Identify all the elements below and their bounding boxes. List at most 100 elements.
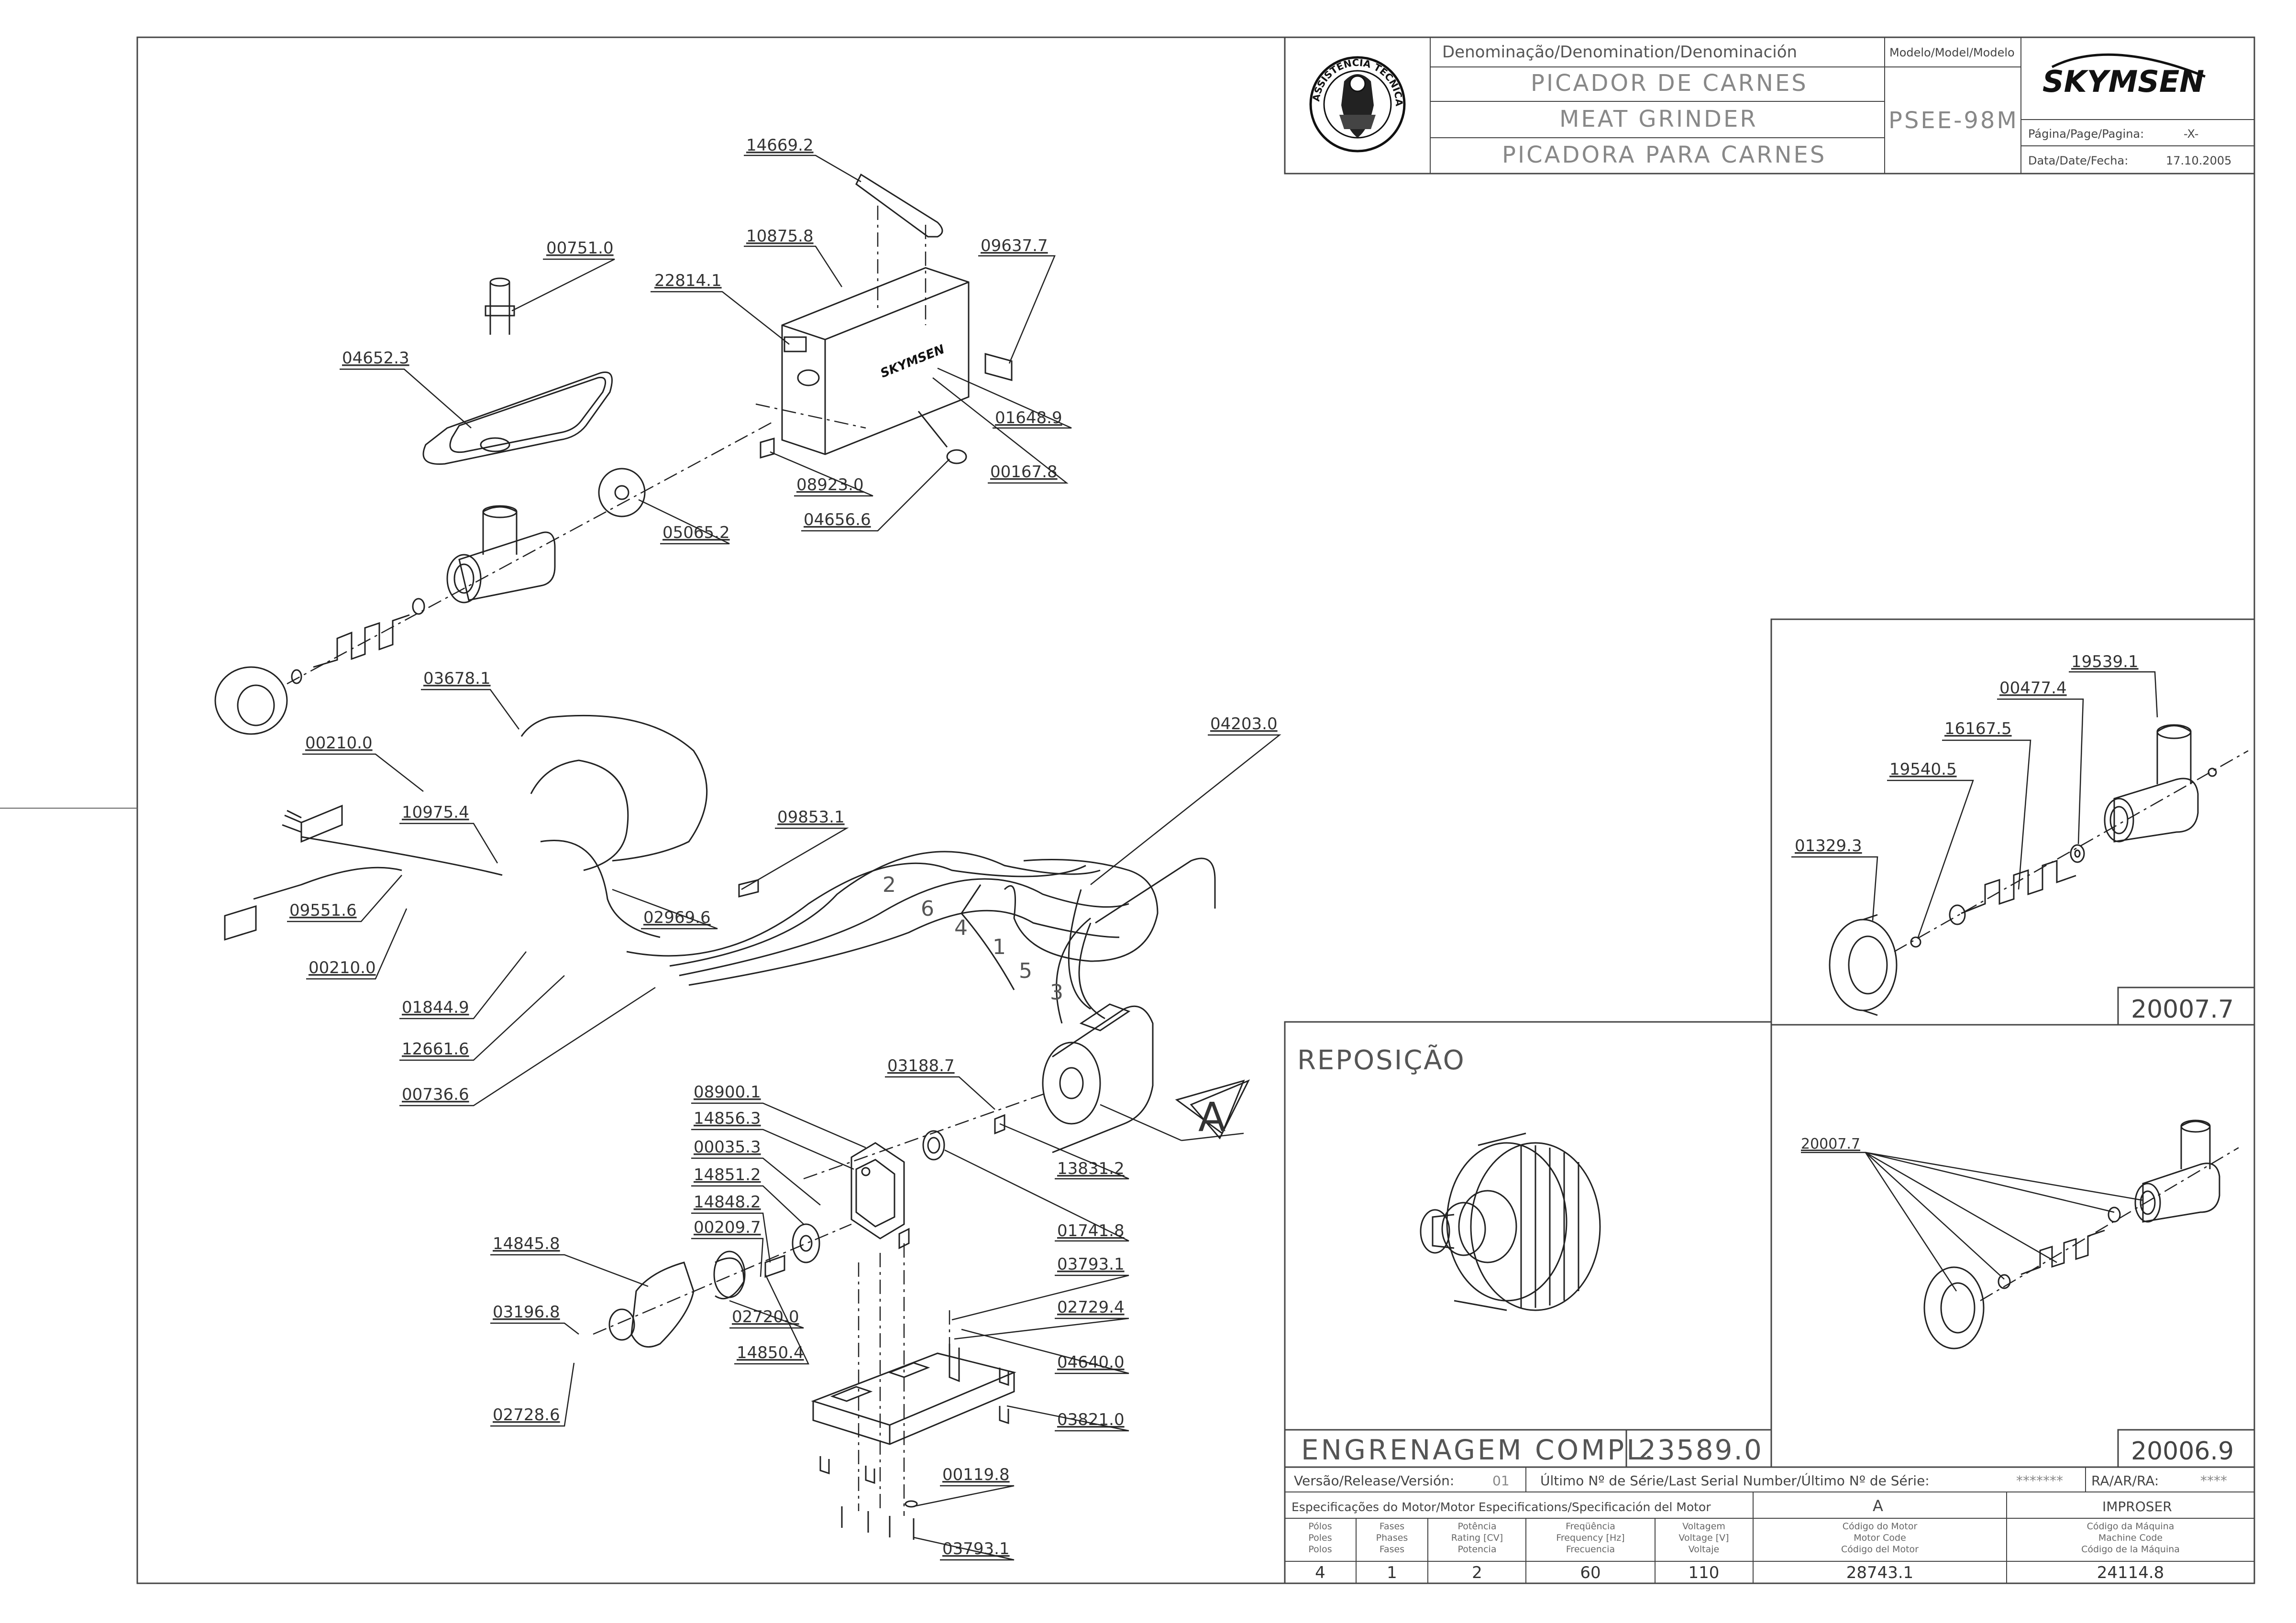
spec-col-frequency: Freqüência Frequency [Hz] Frecuencia 60 bbox=[1556, 1521, 1624, 1582]
svg-text:Frecuencia: Frecuencia bbox=[1566, 1544, 1615, 1555]
gearbox-drawing bbox=[593, 1142, 910, 1348]
label-03793-1-a: 03793.1 bbox=[1057, 1255, 1125, 1274]
label-01741-8: 01741.8 bbox=[1057, 1221, 1125, 1240]
base-drawing bbox=[811, 1243, 1016, 1540]
main-exploded-view: SKYMSEN bbox=[214, 136, 1281, 1561]
svg-text:Motor Code: Motor Code bbox=[1854, 1533, 1906, 1543]
motor-drawing: A bbox=[803, 1003, 1250, 1180]
label-02728-6: 02728.6 bbox=[493, 1405, 560, 1425]
wire-number-1: 1 bbox=[993, 935, 1006, 959]
tray-plunger-drawing bbox=[422, 277, 613, 465]
label-09853-1: 09853.1 bbox=[777, 808, 845, 827]
svg-text:Código da Máquina: Código da Máquina bbox=[2087, 1521, 2175, 1532]
wire-number-5: 5 bbox=[1019, 959, 1032, 983]
denomination-header: Denominação/Denomination/Denominación bbox=[1442, 43, 1797, 62]
label-03678-1: 03678.1 bbox=[423, 669, 491, 688]
label-14848-2: 14848.2 bbox=[694, 1193, 761, 1212]
name-es: PICADORA PARA CARNES bbox=[1502, 142, 1826, 168]
label-14851-2: 14851.2 bbox=[694, 1165, 761, 1184]
label-02969-6: 02969.6 bbox=[643, 908, 711, 927]
svg-text:Fases: Fases bbox=[1380, 1521, 1404, 1532]
name-en: MEAT GRINDER bbox=[1559, 106, 1758, 132]
label-14856-3: 14856.3 bbox=[694, 1109, 761, 1128]
motor-maker: IMPROSER bbox=[2102, 1499, 2172, 1514]
wire-number-3: 3 bbox=[1050, 980, 1063, 1005]
svg-text:Frequency [Hz]: Frequency [Hz] bbox=[1556, 1533, 1624, 1543]
reposicao-part-name: ENGRENAGEM COMPL. bbox=[1301, 1434, 1656, 1466]
label-02720-0: 02720.0 bbox=[732, 1307, 799, 1327]
brand-swoosh-icon bbox=[2051, 53, 2206, 78]
spec-value-voltage: 110 bbox=[1689, 1563, 1720, 1582]
spec-col-rating: Potência Rating [CV] Potencia 2 bbox=[1451, 1521, 1503, 1582]
spec-col-poles: Pólos Poles Polos 4 bbox=[1308, 1521, 1332, 1582]
model-header: Modelo/Model/Modelo bbox=[1889, 46, 2015, 59]
label-00209-7: 00209.7 bbox=[694, 1218, 761, 1237]
specs-table: Versão/Release/Versión: 01 Último Nº de … bbox=[1284, 1466, 2255, 1584]
spec-value-rating: 2 bbox=[1472, 1563, 1482, 1582]
detail-top-label-a: 19539.1 bbox=[2071, 652, 2139, 671]
detail-top-label-c: 16167.5 bbox=[1944, 719, 2012, 738]
gear-drawing bbox=[1420, 1132, 1601, 1311]
label-03196-8: 03196.8 bbox=[493, 1303, 560, 1322]
motor-specs-header: Especificações do Motor/Motor Especifica… bbox=[1292, 1500, 1711, 1514]
detail-top-code: 20007.7 bbox=[2131, 995, 2234, 1024]
svg-text:Machine Code: Machine Code bbox=[2098, 1533, 2163, 1543]
ra-value: **** bbox=[2200, 1473, 2227, 1489]
label-00751-0: 00751.0 bbox=[546, 239, 614, 258]
spec-value-motor-code: 28743.1 bbox=[1846, 1563, 1914, 1582]
label-04656-6: 04656.6 bbox=[804, 510, 871, 529]
label-10875-8: 10875.8 bbox=[746, 227, 814, 246]
replacement-part-box: REPOSIÇÃO ENGRENAGEM COMPL. 23589.0 bbox=[1284, 1021, 1772, 1468]
date-label: Data/Date/Fecha: bbox=[2028, 154, 2128, 167]
svg-text:Pólos: Pólos bbox=[1308, 1521, 1332, 1532]
spec-value-machine-code: 24114.8 bbox=[2097, 1563, 2164, 1582]
serial-label: Último Nº de Série/Last Serial Number/Úl… bbox=[1540, 1472, 1930, 1489]
label-00210-0-a: 00210.0 bbox=[305, 734, 373, 753]
label-22814-1: 22814.1 bbox=[654, 271, 722, 290]
svg-text:Poles: Poles bbox=[1308, 1533, 1332, 1543]
spec-value-frequency: 60 bbox=[1580, 1563, 1601, 1582]
name-pt: PICADOR DE CARNES bbox=[1531, 70, 1808, 97]
svg-text:Código do Motor: Código do Motor bbox=[1843, 1521, 1918, 1532]
label-03821-0: 03821.0 bbox=[1057, 1410, 1125, 1429]
detail-box-bottom: 20006.9 20007.7 bbox=[1770, 1024, 2255, 1468]
wire-number-4: 4 bbox=[954, 916, 968, 940]
spec-col-voltage: Voltagem Voltage [V] Voltaje 110 bbox=[1678, 1521, 1729, 1582]
label-00736-6: 00736.6 bbox=[402, 1085, 469, 1104]
svg-text:Freqüência: Freqüência bbox=[1566, 1521, 1615, 1532]
svg-text:ASSISTÊNCIA TÉCNICA AUTORIZADA: ASSISTÊNCIA TÉCNICA AUTORIZADA bbox=[0, 0, 1405, 107]
spec-col-machine-code: Código da Máquina Machine Code Código de… bbox=[2081, 1521, 2180, 1582]
version-label: Versão/Release/Versión: bbox=[1294, 1473, 1454, 1489]
reposicao-title: REPOSIÇÃO bbox=[1297, 1045, 1466, 1076]
detail-top-label-d: 19540.5 bbox=[1889, 760, 1957, 779]
label-01648-9: 01648.9 bbox=[995, 408, 1062, 428]
title-block: ASSISTÊNCIA TÉCNICA AUTORIZADA Denominaç… bbox=[0, 0, 2255, 175]
motor-voltage-code: A bbox=[1873, 1497, 1883, 1515]
label-14669-2: 14669.2 bbox=[746, 136, 814, 155]
ra-label: RA/AR/RA: bbox=[2091, 1473, 2159, 1489]
svg-text:Voltaje: Voltaje bbox=[1689, 1544, 1720, 1555]
detail-top-label-e: 01329.3 bbox=[1795, 836, 1862, 855]
svg-text:Polos: Polos bbox=[1308, 1544, 1332, 1555]
housing-brand-logo: SKYMSEN bbox=[878, 342, 947, 381]
part-labels: 14669.2 10875.8 09637.7 22814.1 00751.0 … bbox=[287, 136, 1281, 1561]
label-14845-8: 14845.8 bbox=[493, 1234, 560, 1253]
brand-logo: SKYMSEN bbox=[2042, 64, 2204, 99]
label-00210-0-b: 00210.0 bbox=[309, 958, 376, 977]
label-04652-3: 04652.3 bbox=[342, 349, 409, 368]
svg-text:Voltage [V]: Voltage [V] bbox=[1678, 1533, 1729, 1543]
label-02729-4: 02729.4 bbox=[1057, 1298, 1125, 1317]
label-12661-6: 12661.6 bbox=[402, 1040, 469, 1059]
label-09637-7: 09637.7 bbox=[981, 236, 1048, 255]
spec-value-poles: 4 bbox=[1315, 1563, 1325, 1582]
svg-text:Código del Motor: Código del Motor bbox=[1841, 1544, 1919, 1555]
reposicao-part-code: 23589.0 bbox=[1638, 1434, 1763, 1466]
svg-text:Código de la Máquina: Código de la Máquina bbox=[2081, 1544, 2180, 1555]
detail-top-label-b: 00477.4 bbox=[1999, 679, 2067, 698]
page-value: -X- bbox=[2184, 127, 2198, 141]
serial-value: ******* bbox=[2016, 1473, 2063, 1489]
wire-number-6: 6 bbox=[921, 897, 934, 921]
label-08923-0: 08923.0 bbox=[796, 475, 864, 494]
label-10975-4: 10975.4 bbox=[402, 803, 469, 822]
